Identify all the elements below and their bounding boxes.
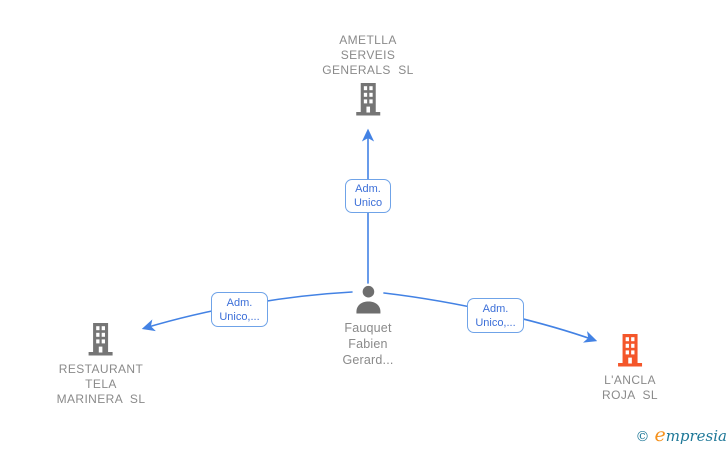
node-ametlla-serveis-generals-sl[interactable]: AMETLLA SERVEIS GENERALS SL <box>322 33 414 116</box>
edge-label-line: Unico,... <box>219 310 260 323</box>
node-label-line: MARINERA SL <box>56 392 146 406</box>
brand-logo-e: e <box>654 424 666 446</box>
node-lancla-roja-sl[interactable]: L'ANCLA ROJA SL <box>602 334 658 403</box>
node-label-line: Gerard... <box>342 353 394 367</box>
edge-label-line: Unico,... <box>475 316 516 329</box>
node-label-line: L'ANCLA <box>604 373 656 387</box>
node-label-line: TELA <box>85 377 117 391</box>
building-icon <box>88 323 113 356</box>
building-icon <box>355 83 380 116</box>
building-icon <box>617 334 642 367</box>
edge-label-adm-unico-right[interactable]: Adm. Unico,... <box>467 298 524 333</box>
node-label-line: RESTAURANT <box>58 362 144 376</box>
person-icon <box>356 285 380 314</box>
edge-label-line: Adm. <box>355 183 381 195</box>
node-label: AMETLLA SERVEIS GENERALS SL <box>322 33 414 78</box>
node-label-line: Fauquet <box>344 321 392 335</box>
edge-label-adm-unico-left[interactable]: Adm. Unico,... <box>211 292 268 327</box>
edge-label-adm-unico-top[interactable]: Adm. Unico <box>345 179 391 213</box>
node-label: Fauquet Fabien Gerard... <box>342 320 393 368</box>
node-label-line: GENERALS SL <box>322 63 414 77</box>
node-label-line: AMETLLA <box>339 33 397 47</box>
node-label-line: ROJA SL <box>602 388 658 402</box>
edge-label-line: Adm. <box>482 302 509 315</box>
brand-logo-text: mpresia <box>665 427 727 445</box>
node-label-line: Fabien <box>348 337 388 351</box>
node-label: RESTAURANT TELA MARINERA SL <box>57 362 146 407</box>
edge-label-line: Adm. <box>226 296 253 309</box>
node-restaurant-tela-marinera-sl[interactable]: RESTAURANT TELA MARINERA SL <box>57 323 146 407</box>
node-fauquet-fabien-gerard[interactable]: Fauquet Fabien Gerard... <box>342 284 393 368</box>
copyright-icon: © <box>635 429 650 445</box>
node-label: L'ANCLA ROJA SL <box>602 373 658 403</box>
node-label-line: SERVEIS <box>340 48 396 62</box>
empresia-watermark[interactable]: © e mpresia <box>635 426 727 446</box>
edge-label-line: Unico <box>353 197 383 209</box>
